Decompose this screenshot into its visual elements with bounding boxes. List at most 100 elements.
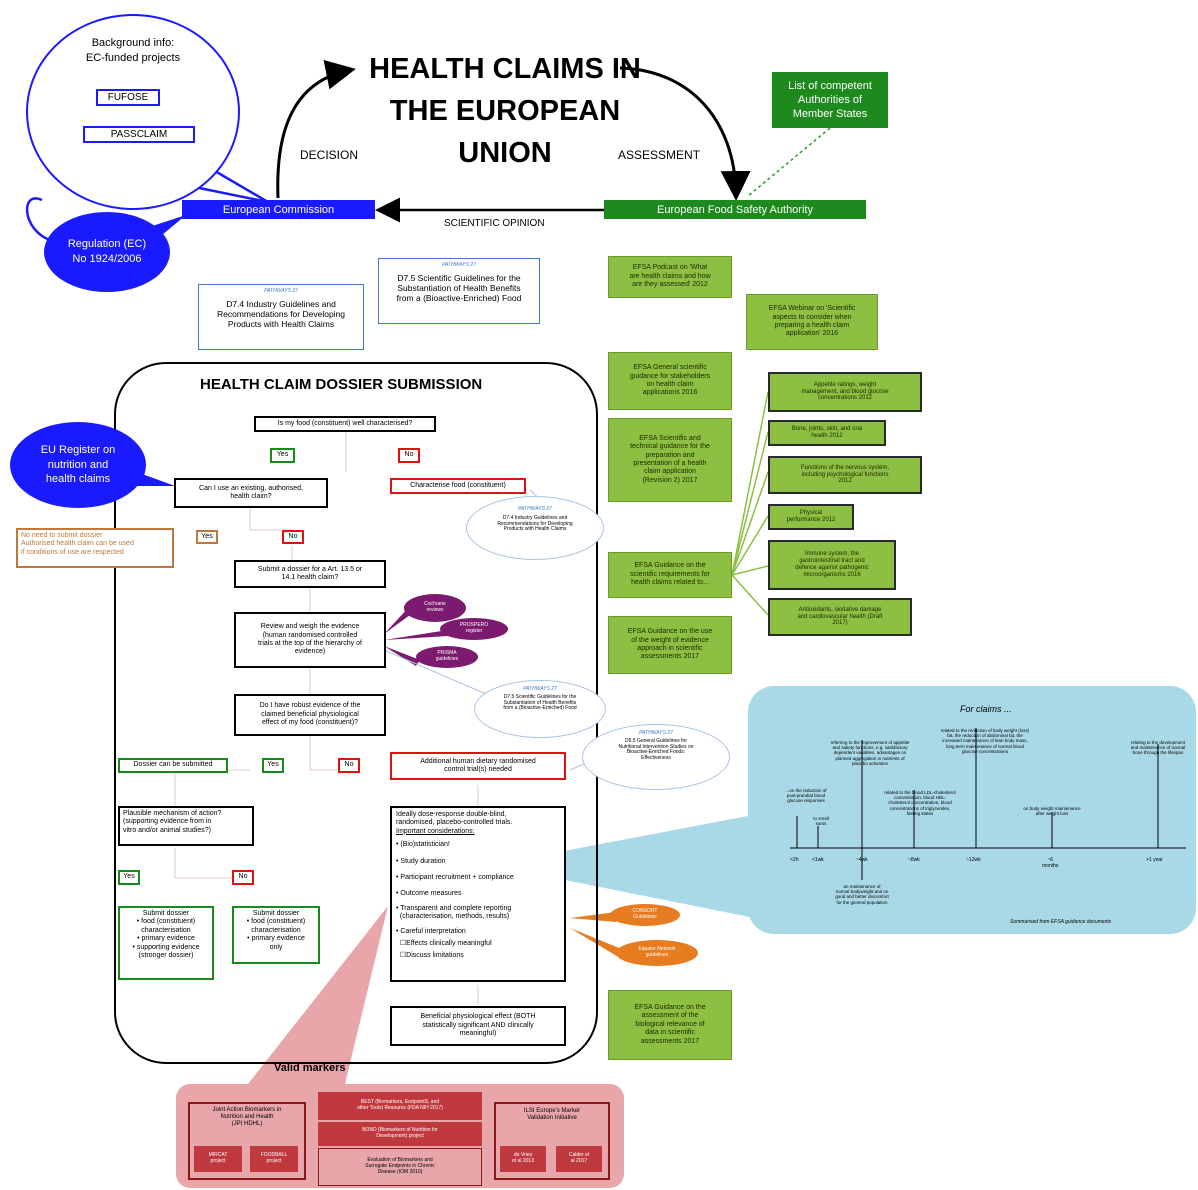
ideally-line: Ideally dose-response double-blind, — [396, 811, 507, 818]
ilsi-text: ILSI Europe's Marker Validation Initiati… — [523, 1108, 581, 1121]
timeline-note: related to the reduction of body weight … — [940, 728, 1030, 754]
pathways-logo: PATHWAYS 27 — [518, 506, 552, 512]
d74-small-oval: PATHWAYS 27 D7.4 Industry Guidelines and… — [466, 496, 604, 560]
ideally-line: randomised, placebo-controlled trials. — [396, 819, 513, 827]
efsa-technical-guidance: EFSA Scientific and technical guidance f… — [608, 418, 732, 502]
yes-label-4: Yes — [118, 870, 140, 885]
regulation-bubble: Regulation (EC) No 1924/2006 — [44, 212, 170, 292]
q-well-characterised: Is my food (constituent) well characteri… — [254, 416, 436, 432]
ideally-line: ☐Effects clinically meaningful — [396, 939, 492, 947]
efsa-podcast: EFSA Podcast on 'What are health claims … — [608, 256, 732, 298]
d74-box: PATHWAYS 27 D7.4 Industry Guidelines and… — [198, 284, 364, 350]
pathways-logo: PATHWAYS 27 — [442, 262, 476, 268]
best-box: BEST (Biomarkers, EndpointS, and other T… — [318, 1092, 482, 1120]
no-need-box: No need to submit dossier Authorised hea… — [16, 528, 174, 568]
prospero-oval: PROSPERO register — [440, 618, 508, 640]
equator-oval: Equator Network guidelines — [616, 940, 698, 966]
tick-label: >1 year — [1146, 857, 1163, 863]
timeline-note: relating to the development and maintena… — [1130, 740, 1186, 756]
eu-register-bubble: EU Register on nutrition and health clai… — [10, 422, 146, 508]
no-label-2: No — [282, 530, 304, 544]
efsa-scientific-requirements: EFSA Guidance on the scientific requirem… — [608, 552, 732, 598]
valid-markers-callout-wedge — [248, 906, 388, 1084]
topic-physical-performance: Physical performance 2012 — [768, 504, 854, 530]
regulation-curve — [25, 197, 51, 242]
title-line-3: UNION — [458, 137, 552, 169]
no-label-4: No — [232, 870, 254, 885]
background-info-bubble — [26, 14, 240, 210]
pathways-logo: PATHWAYS 27 — [264, 288, 298, 294]
timeline-note: on body weight maintenance after weight … — [1023, 806, 1081, 817]
foodball-box: FOODBALL project — [250, 1146, 298, 1172]
pathways-logo: PATHWAYS 27 — [523, 686, 557, 692]
efsa-general-guidance: EFSA General scientific guidance for sta… — [608, 352, 732, 410]
tick-label: ~8wk — [908, 857, 920, 863]
yes-label-1: Yes — [270, 448, 295, 463]
q-existing-claim: Can I use an existing, authorised, healt… — [174, 478, 328, 508]
d55-small-text: D5.5 General Guidelines for Nutritional … — [618, 737, 694, 761]
submit-dossier-primary: Submit dossier • food (constituent) char… — [232, 906, 320, 964]
bond-box: BOND (Biomarkers of Nutrition for Develo… — [318, 1122, 482, 1146]
passclaim-box: PASSCLAIM — [83, 126, 195, 143]
ideally-line: • Transparent and complete reporting — [396, 904, 512, 912]
d74-small-text: D7.4 Industry Guidelines and Recommendat… — [497, 514, 573, 533]
topic-bone: Bone, joints, skin, and oral health 2012 — [768, 420, 886, 446]
iom-box: Evaluation of Biomarkers and Surrogate E… — [318, 1148, 482, 1186]
timeline-note: an maintenance of normal bodyweight and … — [835, 884, 889, 905]
timeline-callout-wedge — [490, 808, 790, 925]
timeline-note: related to the blood LDL-cholesterol con… — [884, 790, 956, 816]
ideally-line: Important considerations: — [396, 827, 475, 835]
characterise-food-box: Characterise food (constituent) — [390, 478, 526, 494]
assessment-arrow — [619, 66, 751, 201]
fufose-box: FUFOSE — [96, 89, 160, 106]
no-label-3: No — [338, 758, 360, 773]
no-label-1: No — [398, 448, 420, 463]
de-vries-box: de Vries et al 2013 — [500, 1146, 546, 1172]
yes-label-3: Yes — [262, 758, 284, 773]
timeline-title: For claims ... — [960, 704, 1012, 714]
pathways-logo: PATHWAYS 27 — [639, 730, 673, 736]
timeline-note: referring to the improvement of appetite… — [830, 740, 910, 766]
cochrane-oval: Cochrane reviews — [404, 594, 466, 622]
topic-antioxidants: Antioxidants, oxidative damage and cardi… — [768, 598, 912, 636]
mircat-box: MIRCAT project — [194, 1146, 242, 1172]
topic-appetite: Appetite ratings, weight management, and… — [768, 372, 922, 412]
yes-label-2: Yes — [196, 530, 218, 544]
q-submit-dossier: Submit a dossier for a Art. 13.5 or 14.1… — [234, 560, 386, 588]
dossier-submitted-box: Dossier can be submitted — [118, 758, 228, 773]
tick-label: <2h — [790, 857, 799, 863]
timeline-note: ...on the reduction of post-prandial blo… — [785, 788, 827, 804]
efsa-weight-of-evidence: EFSA Guidance on the use of the weight o… — [608, 616, 732, 674]
timeline-note: to small sums — [813, 816, 829, 827]
competent-authorities-box: List of competent Authorities of Member … — [772, 72, 888, 128]
scientific-opinion-label: SCIENTIFIC OPINION — [444, 218, 545, 229]
review-evidence-box: Review and weigh the evidence (human ran… — [234, 612, 386, 668]
decision-arrow — [276, 60, 356, 199]
d74-text: D7.4 Industry Guidelines and Recommendat… — [216, 298, 346, 330]
topic-nervous-system: Functions of the nervous system, includi… — [768, 456, 922, 494]
title-line-2: THE EUROPEAN — [389, 95, 621, 127]
tick-label: ~12wk — [966, 857, 981, 863]
plausible-mechanism-box: Plausible mechanism of action? (supporti… — [118, 806, 254, 846]
d55-small-oval: PATHWAYS 27 D5.5 General Guidelines for … — [582, 724, 730, 790]
d75-box: PATHWAYS 27 D7.5 Scientific Guidelines f… — [378, 258, 540, 324]
ideally-line: • Participant recruitment + compliance — [396, 873, 514, 881]
topic-immune-system: Immune system, the gastrointestinal trac… — [768, 540, 896, 590]
d75-text: D7.5 Scientific Guidelines for the Subst… — [396, 272, 522, 304]
title-line-1: HEALTH CLAIMS IN — [369, 53, 641, 85]
prisma-oval: PRISMA guidelines — [416, 646, 478, 668]
tick-label: ~6 months — [1042, 857, 1059, 869]
ideally-line: • (Bio)statistician! — [396, 841, 450, 849]
submit-dossier-stronger: Submit dossier • food (constituent) char… — [118, 906, 214, 980]
ideally-line: • Careful interpretation — [396, 927, 466, 935]
timeline-panel — [748, 686, 1196, 934]
q-robust-evidence: Do I have robust evidence of the claimed… — [234, 694, 386, 736]
decision-label: DECISION — [300, 148, 359, 162]
valid-markers-title: Valid markers — [274, 1062, 346, 1074]
ideally-line: (characterisation, methods, results) — [396, 913, 510, 921]
efsa-authority-bar: European Food Safety Authority — [604, 200, 866, 219]
consort-oval: CONSORT Guidelines — [610, 904, 680, 926]
efsa-webinar: EFSA Webinar on 'Scientific aspects to c… — [746, 294, 878, 350]
ideally-trials-box: Ideally dose-response double-blind, rand… — [390, 806, 566, 982]
